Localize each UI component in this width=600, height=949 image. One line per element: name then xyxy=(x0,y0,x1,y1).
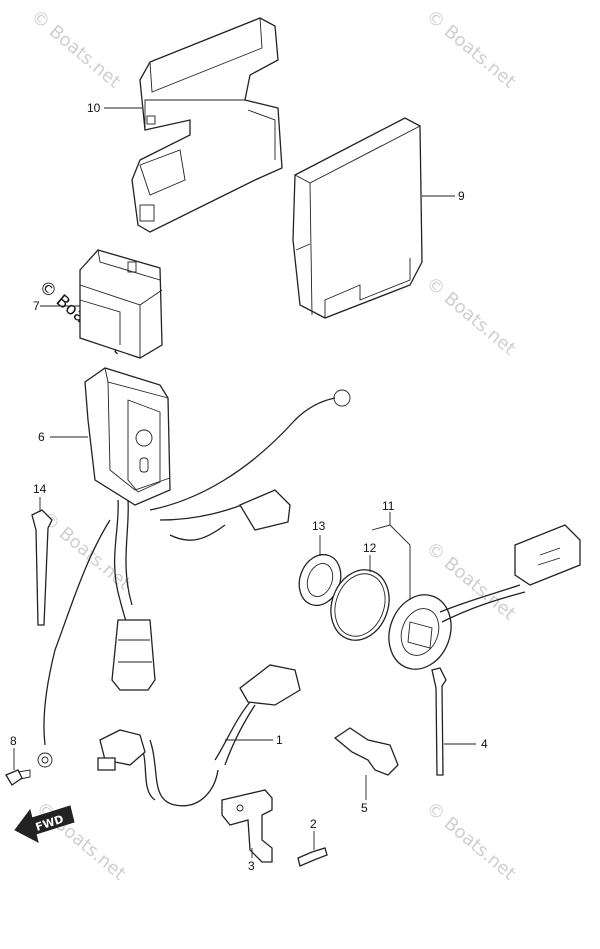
watermark: © Boats.net xyxy=(27,6,125,93)
part-8-bolt xyxy=(5,769,31,786)
callout-labels: 1 2 3 4 5 6 7 8 9 10 11 12 13 14 xyxy=(10,101,488,873)
part-10-cover xyxy=(131,17,283,233)
part-13-grommet xyxy=(298,553,342,607)
part-14-cable-tie xyxy=(31,509,53,626)
callout-1: 1 xyxy=(276,733,283,747)
callout-4: 4 xyxy=(481,737,488,751)
watermark: © Boats.net xyxy=(422,273,520,360)
part-5-clamp xyxy=(333,727,399,776)
part-12-o-ring xyxy=(330,569,390,641)
leader-lines xyxy=(13,107,476,858)
watermark: © Boats.net xyxy=(32,798,130,885)
part-7-relay xyxy=(79,249,163,359)
part-9-ecu xyxy=(292,117,423,319)
callout-9: 9 xyxy=(458,189,465,203)
watermark: © Boats.net xyxy=(422,6,520,93)
callout-8: 8 xyxy=(10,734,17,748)
callout-7: 7 xyxy=(33,299,40,313)
part-6-regulator xyxy=(37,367,351,768)
callout-6: 6 xyxy=(38,430,45,444)
part-4-cable-tie xyxy=(431,667,447,776)
callout-12: 12 xyxy=(363,541,377,555)
callout-13: 13 xyxy=(312,519,326,533)
callout-5: 5 xyxy=(361,801,368,815)
part-3-bracket xyxy=(221,789,273,863)
callout-10: 10 xyxy=(87,101,101,115)
callout-11: 11 xyxy=(382,499,395,513)
callout-3: 3 xyxy=(248,859,255,873)
callout-2: 2 xyxy=(310,817,317,831)
watermark: © Boats.net xyxy=(422,798,520,885)
part-11-connector xyxy=(388,524,581,670)
part-1-harness xyxy=(97,664,301,807)
part-2-bolt xyxy=(297,847,328,867)
callout-14: 14 xyxy=(33,482,47,496)
